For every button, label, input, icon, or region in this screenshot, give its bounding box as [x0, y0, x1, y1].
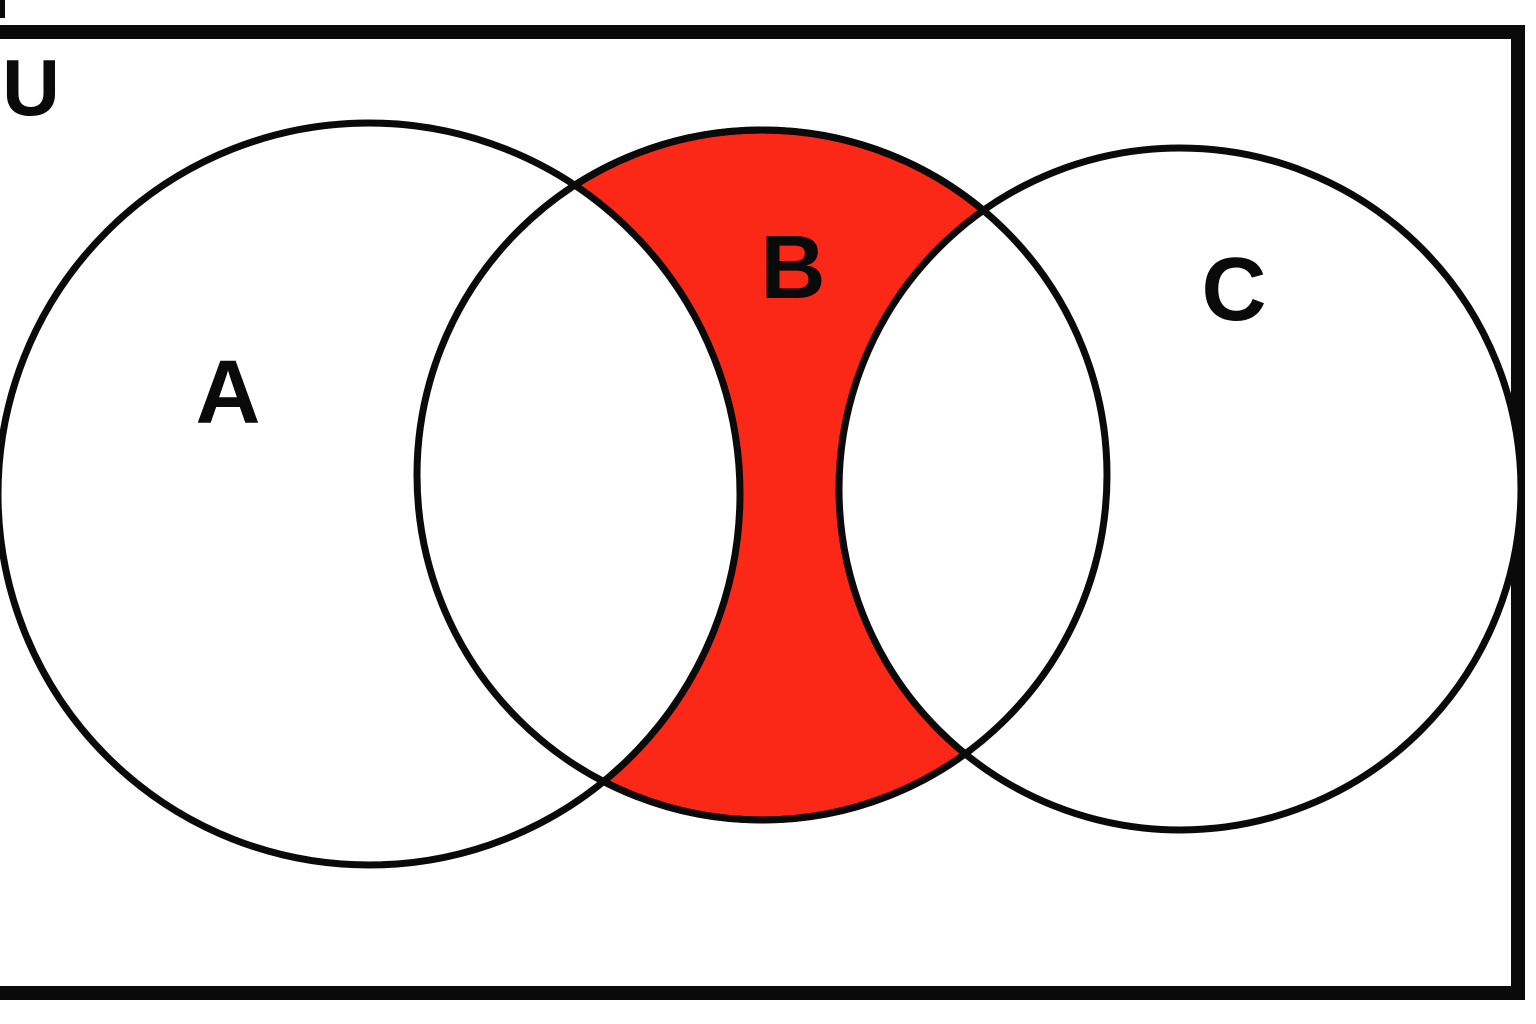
- circle-b-outline: [413, 126, 1111, 824]
- set-b-label: B: [761, 218, 826, 318]
- circle-a: [0, 119, 744, 869]
- circle-c: [835, 144, 1525, 834]
- set-a-label: A: [196, 343, 261, 443]
- set-c-label: C: [1202, 240, 1267, 340]
- universe-label: U: [2, 43, 60, 132]
- stray-border-mark: [0, 0, 5, 18]
